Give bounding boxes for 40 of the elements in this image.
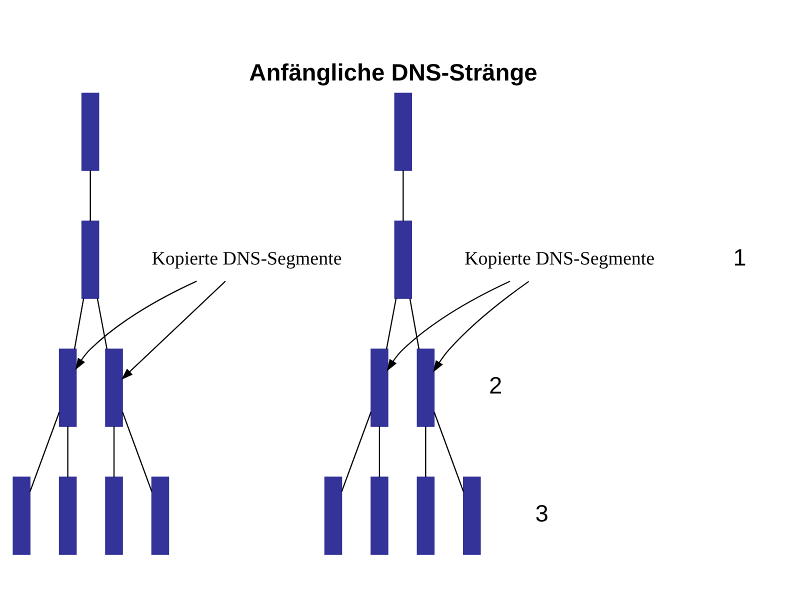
connector bbox=[378, 426, 380, 478]
node-bar bbox=[324, 476, 342, 555]
connector bbox=[402, 170, 404, 222]
arrow bbox=[433, 280, 530, 372]
node-bar bbox=[81, 220, 100, 299]
label: 3 bbox=[535, 502, 548, 528]
connector bbox=[434, 412, 464, 492]
node-bar bbox=[58, 476, 77, 555]
node-bar bbox=[394, 220, 412, 299]
node-bar bbox=[416, 348, 435, 427]
connector bbox=[29, 412, 60, 492]
node-bar bbox=[12, 476, 30, 555]
label: 1 bbox=[733, 246, 746, 272]
connector bbox=[96, 298, 108, 350]
arrow bbox=[386, 280, 510, 372]
connector bbox=[425, 426, 426, 478]
connector bbox=[90, 170, 91, 222]
node-bar bbox=[105, 348, 123, 427]
node-text: Kopierte DNS-Segmente bbox=[464, 248, 655, 270]
node-bar bbox=[105, 476, 123, 555]
node-bar bbox=[81, 92, 100, 171]
label: 2 bbox=[489, 374, 502, 400]
connector bbox=[122, 412, 152, 492]
connector bbox=[341, 412, 372, 492]
node-bar bbox=[151, 476, 170, 555]
diagram-title: Anfängliche DNS-Stränge bbox=[249, 60, 538, 86]
node-bar bbox=[394, 92, 412, 171]
connector bbox=[67, 426, 68, 478]
node-bar bbox=[370, 348, 388, 427]
connector bbox=[113, 426, 115, 478]
node-bar bbox=[416, 476, 435, 555]
node-bar bbox=[370, 476, 388, 555]
node-bar bbox=[463, 476, 481, 555]
node-bar bbox=[58, 348, 77, 427]
arrow bbox=[121, 280, 226, 380]
connector bbox=[74, 298, 84, 350]
connector bbox=[386, 298, 397, 350]
node-text: Kopierte DNS-Segmente bbox=[152, 248, 342, 270]
connector bbox=[409, 298, 420, 350]
arrow bbox=[75, 280, 197, 370]
